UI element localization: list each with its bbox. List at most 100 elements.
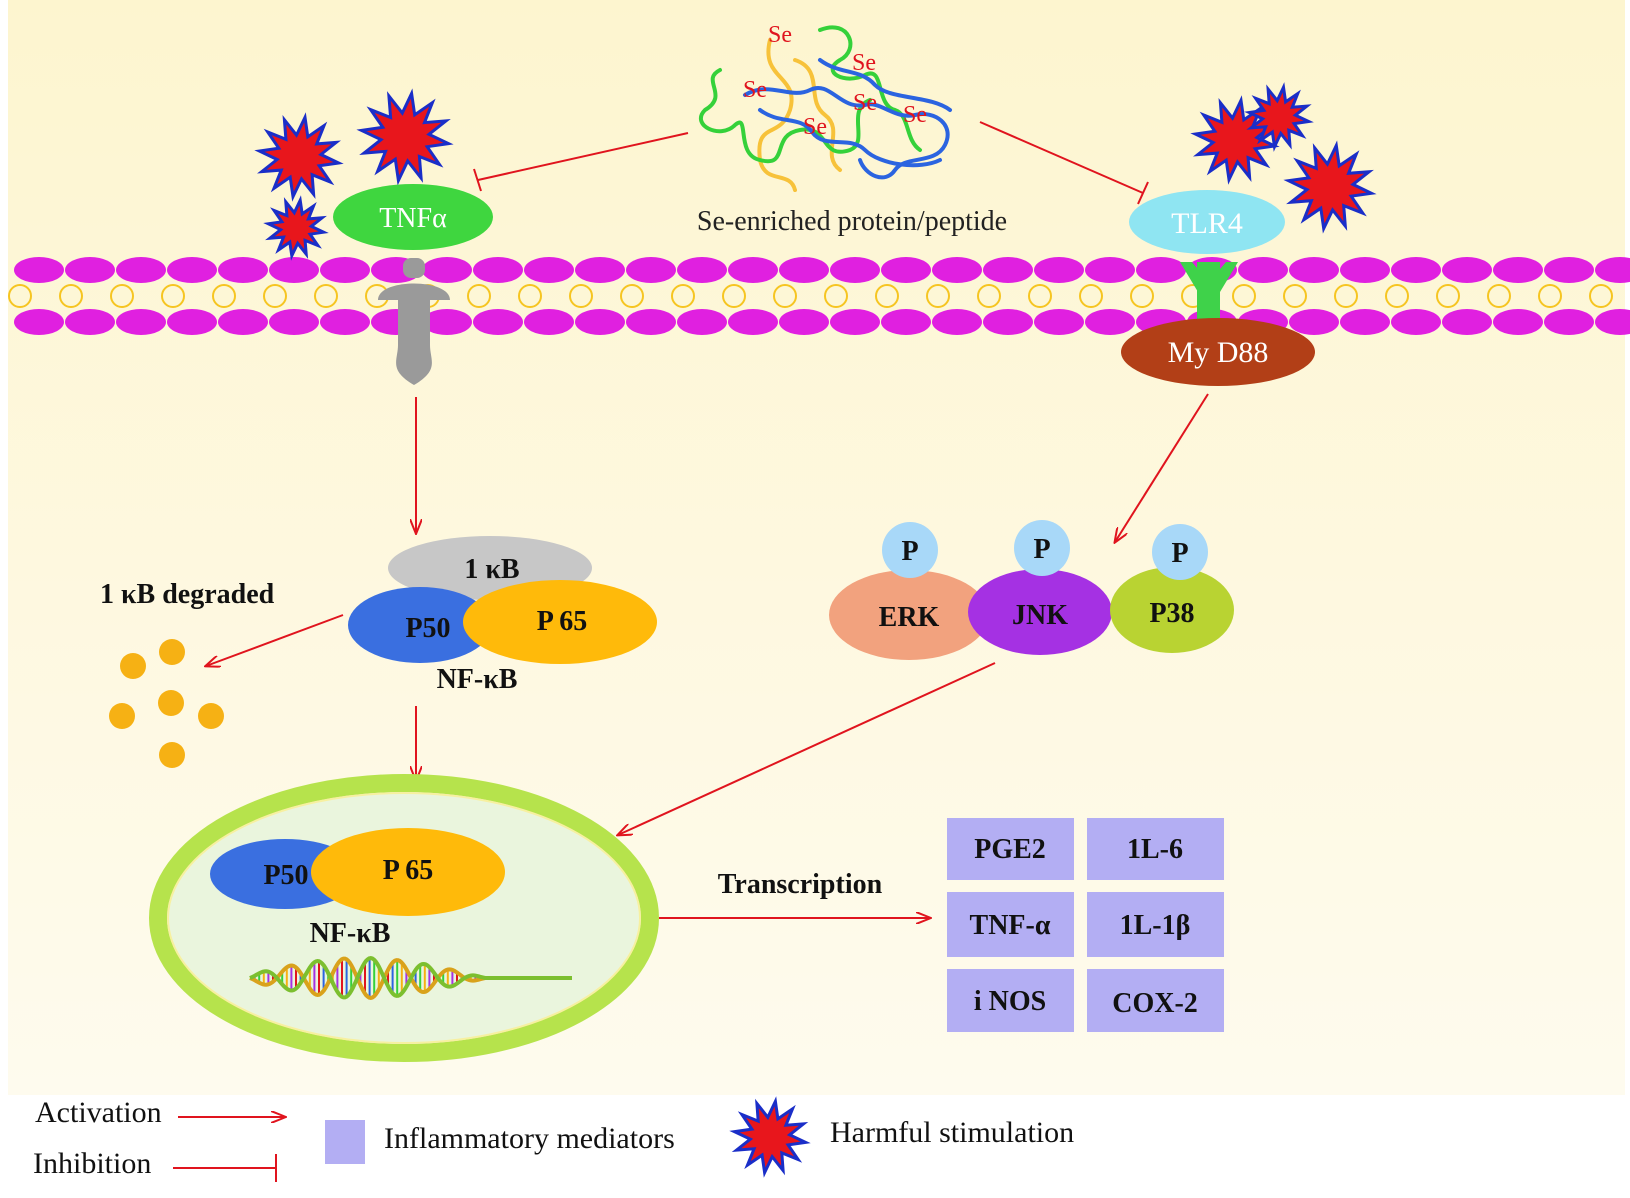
membrane-head xyxy=(473,257,523,283)
erk-ellipse xyxy=(829,570,989,660)
membrane-tail xyxy=(1334,284,1358,308)
membrane-tail xyxy=(110,284,134,308)
dna-strand xyxy=(249,956,572,1000)
harmful-star-icon xyxy=(1190,95,1280,185)
se-label: Se xyxy=(768,22,792,48)
nuclear-nfkb-label: NF-κB xyxy=(310,918,391,949)
mediator-label: 1L-6 xyxy=(1127,834,1183,865)
membrane-head xyxy=(575,257,625,283)
membrane-head xyxy=(1493,257,1543,283)
mediator-box xyxy=(1087,969,1224,1032)
mediator-box xyxy=(947,892,1074,957)
p38-ellipse xyxy=(1110,567,1234,653)
membrane-tail xyxy=(314,284,338,308)
mediator-grid xyxy=(947,818,1224,1032)
membrane-tail xyxy=(59,284,83,308)
tlr4-ellipse xyxy=(1129,190,1285,254)
membrane-head xyxy=(779,309,829,335)
erk-label: ERK xyxy=(879,602,940,633)
legend-activation-label: Activation xyxy=(35,1096,162,1129)
membrane-head xyxy=(1544,309,1594,335)
membrane-head xyxy=(524,309,574,335)
ikb-degraded-label: 1 κB degraded xyxy=(100,579,275,610)
membrane-head xyxy=(1595,257,1630,283)
membrane-tail xyxy=(1232,284,1256,308)
harmful-star-icon xyxy=(356,88,454,186)
membrane-head xyxy=(524,257,574,283)
nuclear-p50-label: P50 xyxy=(263,860,308,891)
membrane-tail xyxy=(773,284,797,308)
legend-harmful-label: Harmful stimulation xyxy=(830,1116,1074,1149)
membrane-tail xyxy=(1385,284,1409,308)
p38-label: P38 xyxy=(1149,598,1194,629)
membrane-tail xyxy=(1436,284,1460,308)
se-label: Se xyxy=(853,90,877,116)
membrane-head xyxy=(932,257,982,283)
se-protein-icon xyxy=(699,25,952,192)
se-label: Se xyxy=(852,50,876,76)
membrane-tail xyxy=(824,284,848,308)
membrane-tail xyxy=(569,284,593,308)
tnfa-ellipse xyxy=(333,184,493,250)
mediator-label: i NOS xyxy=(974,986,1046,1017)
membrane-head xyxy=(1034,309,1084,335)
harmful-stimuli xyxy=(254,82,1377,261)
transcription-label: Transcription xyxy=(718,869,883,900)
membrane-head xyxy=(320,309,370,335)
tnf-receptor-icon xyxy=(378,258,450,385)
legend-star-icon xyxy=(729,1096,811,1178)
membrane-head xyxy=(218,309,268,335)
membrane-tail xyxy=(926,284,950,308)
harmful-star-icon xyxy=(1244,82,1314,152)
mediator-label: COX-2 xyxy=(1112,988,1198,1019)
membrane-tail xyxy=(620,284,644,308)
se-label: Se xyxy=(743,77,767,103)
harmful-star-icon xyxy=(263,195,329,261)
p50-ellipse xyxy=(348,587,492,663)
membrane-head xyxy=(677,309,727,335)
membrane-tail xyxy=(161,284,185,308)
membrane-head xyxy=(1034,257,1084,283)
membrane-head xyxy=(728,257,778,283)
membrane-tail xyxy=(1538,284,1562,308)
harmful-star-icon xyxy=(1283,140,1377,234)
membrane-head xyxy=(779,257,829,283)
erk-phospho-label: P xyxy=(901,536,918,567)
membrane-tail xyxy=(1283,284,1307,308)
membrane-tail xyxy=(263,284,287,308)
membrane-head xyxy=(1391,309,1441,335)
mediator-label: 1L-1β xyxy=(1120,910,1191,941)
membrane-tail xyxy=(1079,284,1103,308)
membrane-head xyxy=(1085,309,1135,335)
jnk-phospho-label: P xyxy=(1033,534,1050,565)
membrane-head xyxy=(1595,309,1630,335)
nuclear-p65-label: P 65 xyxy=(383,855,434,886)
membrane-head xyxy=(65,309,115,335)
legend-mediator-swatch xyxy=(325,1120,365,1164)
membrane-tail xyxy=(8,284,32,308)
membrane-head xyxy=(218,257,268,283)
myd88-label: My D88 xyxy=(1168,336,1269,369)
membrane-head xyxy=(14,309,64,335)
membrane-head xyxy=(1289,309,1339,335)
membrane-tail xyxy=(1487,284,1511,308)
arrow-mapk-to-nucleus xyxy=(618,662,996,835)
membrane-tail xyxy=(467,284,491,308)
myd88-ellipse xyxy=(1121,318,1315,386)
nuclear-p65-ellipse xyxy=(311,828,505,916)
mediator-label: PGE2 xyxy=(974,834,1046,865)
erk-phospho xyxy=(882,522,938,578)
p65-label: P 65 xyxy=(537,606,588,637)
legend-inhibition-label: Inhibition xyxy=(33,1147,151,1180)
membrane-head xyxy=(1544,257,1594,283)
tlr4-receptor-icon xyxy=(1180,262,1238,324)
inhibition-line-tlr4 xyxy=(979,121,1144,194)
membrane-head xyxy=(65,257,115,283)
harmful-star-icon xyxy=(729,1096,811,1178)
membrane-head xyxy=(830,257,880,283)
p38-phospho xyxy=(1152,524,1208,580)
tlr4-label: TLR4 xyxy=(1171,207,1243,240)
membrane-head xyxy=(1442,257,1492,283)
